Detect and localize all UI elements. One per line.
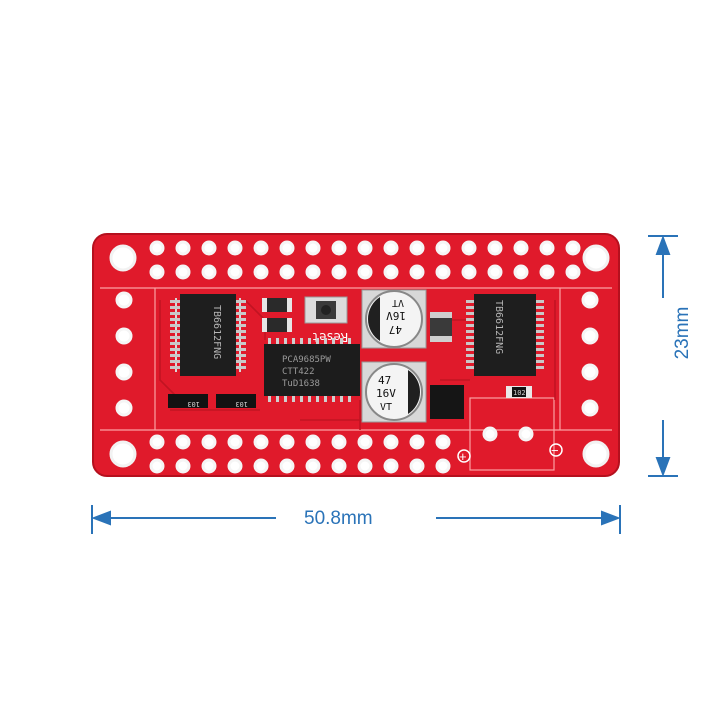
arrow-down-icon xyxy=(655,457,671,477)
pwm-chip-line-3: TuD1638 xyxy=(282,379,320,389)
minus-mark: − xyxy=(551,443,559,458)
pwm-chip-line-2: CTT422 xyxy=(282,367,315,377)
resistor-c: 102 xyxy=(506,386,532,398)
driver-right-label: TB6612FNG xyxy=(493,300,504,354)
motor-driver-left: TB6612FNG xyxy=(170,294,246,376)
cap-top-line-2: 16V xyxy=(386,309,406,322)
header-bottom-row-1 xyxy=(149,434,451,450)
capacitor-top: 47 16V VT xyxy=(361,289,427,349)
driver-left-label: TB6612FNG xyxy=(211,305,222,359)
resistor-array-b: 103 xyxy=(216,394,256,408)
side-pads-left xyxy=(115,291,133,417)
pwm-chip-line-1: PCA9685PW xyxy=(282,355,331,365)
smd-components xyxy=(262,298,464,419)
motor-driver-right: TB6612FNG xyxy=(466,294,544,376)
cap-top-line-3: VT xyxy=(392,297,404,308)
width-dimension xyxy=(91,505,621,534)
terminal-holes xyxy=(482,426,534,442)
capacitor-bottom: 47 16V VT xyxy=(361,361,427,423)
resistor-b-label: 103 xyxy=(235,400,248,408)
side-pads-right xyxy=(581,291,599,417)
resistor-c-label: 102 xyxy=(513,389,526,397)
cap-top-line-1: 47 xyxy=(389,323,402,336)
arrow-left-icon xyxy=(91,510,111,526)
plus-mark: + xyxy=(459,449,467,464)
arrow-up-icon xyxy=(655,235,671,255)
mounting-holes xyxy=(109,244,610,468)
cap-bottom-line-1: 47 xyxy=(378,374,391,387)
polarity-marks: + − xyxy=(457,443,563,464)
arrow-right-icon xyxy=(601,510,621,526)
reset-label: Reset xyxy=(312,330,348,344)
height-dimension xyxy=(648,235,678,477)
resistor-a-label: 103 xyxy=(187,400,200,408)
width-dimension-label: 50.8mm xyxy=(304,508,373,529)
pwm-controller-chip: PCA9685PW CTT422 TuD1638 xyxy=(264,338,360,402)
header-top-row-2 xyxy=(149,264,581,280)
height-dimension-label: 23mm xyxy=(672,306,693,360)
resistor-array-a: 103 xyxy=(168,394,208,408)
header-bottom-row-2 xyxy=(149,458,451,474)
cap-bottom-line-3: VT xyxy=(380,402,392,413)
pcb-board: TB6612FNG TB6612FNG Reset xyxy=(92,233,620,477)
header-top-row-1 xyxy=(149,240,581,256)
reset-button: Reset xyxy=(304,296,348,344)
cap-bottom-line-2: 16V xyxy=(376,387,396,400)
